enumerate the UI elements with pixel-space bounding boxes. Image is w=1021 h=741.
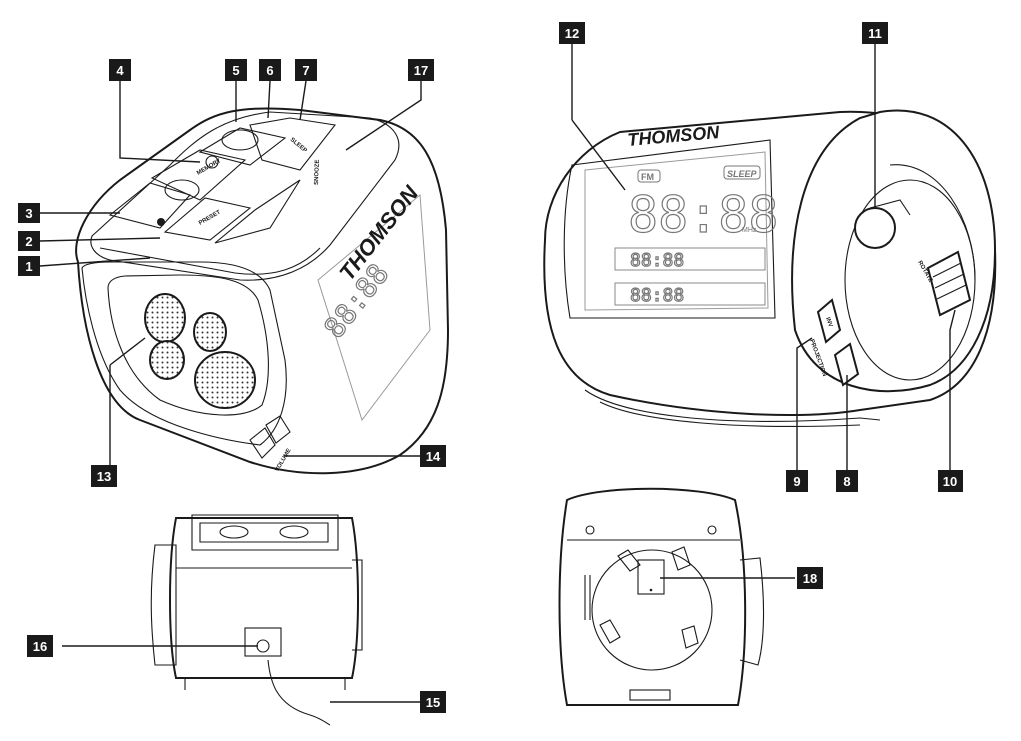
view-front-three-quarter: PRESET MEMORY SLEEP SNOOZE VOLUME THOMSO… bbox=[75, 107, 450, 475]
projector-lens bbox=[854, 207, 896, 249]
callout-2: 2 bbox=[18, 231, 40, 251]
lcd-alarm2: 88:88 bbox=[630, 285, 684, 306]
svg-text:10: 10 bbox=[943, 474, 957, 489]
projection-button bbox=[833, 342, 860, 387]
callout-12: 12 bbox=[559, 22, 585, 44]
snooze-label: SNOOZE bbox=[314, 160, 321, 186]
svg-text:6: 6 bbox=[266, 63, 273, 78]
svg-text:11: 11 bbox=[868, 26, 882, 41]
lcd-fm-indicator bbox=[637, 169, 661, 183]
view-bottom bbox=[558, 487, 765, 706]
speaker-grille-top-left bbox=[144, 293, 186, 343]
lcd-sleep-text: SLEEP bbox=[727, 169, 758, 179]
svg-text:12: 12 bbox=[565, 26, 579, 41]
speaker-grille-bottom-right bbox=[194, 351, 256, 409]
callout-11: 11 bbox=[862, 22, 888, 44]
svg-text:16: 16 bbox=[33, 639, 47, 654]
svg-text:4: 4 bbox=[116, 63, 124, 78]
svg-text:9: 9 bbox=[793, 474, 800, 489]
callout-9: 9 bbox=[786, 470, 808, 492]
svg-text:17: 17 bbox=[414, 63, 428, 78]
callout-badges: 1 2 3 4 5 6 7 8 bbox=[18, 22, 963, 713]
callout-13: 13 bbox=[91, 465, 117, 487]
svg-text:3: 3 bbox=[25, 206, 32, 221]
inv-label: INV bbox=[824, 317, 833, 328]
callout-6: 6 bbox=[259, 59, 281, 81]
lcd-time-rear: 88:88 bbox=[628, 186, 779, 244]
label-plate bbox=[637, 559, 665, 595]
callout-8: 8 bbox=[836, 470, 858, 492]
inv-button bbox=[816, 298, 842, 344]
svg-text:5: 5 bbox=[232, 63, 239, 78]
callout-16: 16 bbox=[27, 635, 53, 657]
speaker-grille-bottom-left bbox=[149, 340, 185, 380]
svg-text:1: 1 bbox=[25, 259, 32, 274]
callout-10: 10 bbox=[938, 470, 963, 492]
lcd-alarm1: 88:88 bbox=[630, 250, 684, 271]
callout-1: 1 bbox=[18, 256, 40, 276]
power-cable bbox=[267, 659, 331, 726]
svg-text:2: 2 bbox=[25, 234, 32, 249]
volume-up-button bbox=[265, 415, 291, 444]
view-rear-three-quarter: THOMSON FM SLEEP 88:88 MHz 88:88 88:88 R… bbox=[543, 109, 997, 427]
volume-down-button bbox=[249, 427, 276, 459]
callout-4: 4 bbox=[109, 59, 131, 81]
svg-text:13: 13 bbox=[97, 469, 111, 484]
leader-lines bbox=[39, 44, 956, 703]
callout-7: 7 bbox=[295, 59, 317, 81]
svg-text:8: 8 bbox=[843, 474, 850, 489]
callout-18: 18 bbox=[797, 567, 823, 589]
svg-text:18: 18 bbox=[803, 571, 817, 586]
svg-text:7: 7 bbox=[302, 63, 309, 78]
view-back bbox=[150, 514, 363, 726]
svg-text:14: 14 bbox=[426, 449, 441, 464]
dc-socket-housing bbox=[244, 627, 282, 657]
callout-14: 14 bbox=[420, 445, 446, 467]
lcd-sleep-indicator bbox=[723, 165, 761, 180]
lcd-fm-text: FM bbox=[641, 172, 654, 182]
callout-17: 17 bbox=[408, 59, 434, 81]
callout-15: 15 bbox=[420, 691, 446, 713]
callout-3: 3 bbox=[18, 203, 40, 223]
speaker-grille-top-right bbox=[193, 312, 227, 352]
svg-text:15: 15 bbox=[426, 695, 440, 710]
lcd-panel bbox=[317, 193, 431, 422]
lcd-mhz: MHz bbox=[742, 227, 757, 234]
rotate-knob bbox=[926, 250, 972, 317]
callout-5: 5 bbox=[225, 59, 247, 81]
